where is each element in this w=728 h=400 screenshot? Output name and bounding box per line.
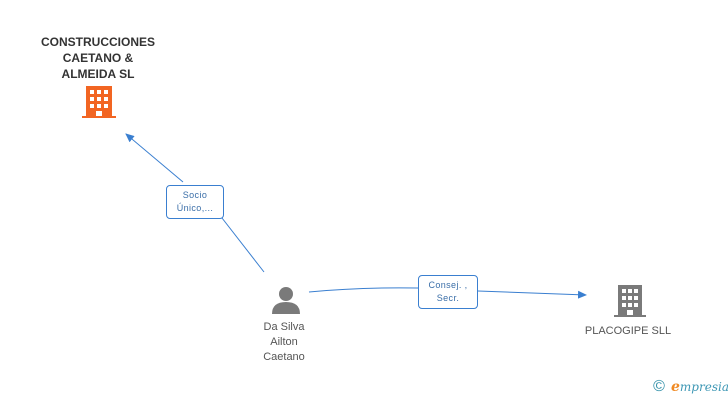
edge-person-to-construcciones xyxy=(126,134,265,273)
brand-logo: empresia xyxy=(671,380,728,394)
person-name[interactable]: Da Silva Ailton Caetano xyxy=(263,321,305,363)
edge-label-socio-unico[interactable]: Socio Único,... xyxy=(166,185,224,219)
building-icon[interactable] xyxy=(82,86,116,118)
edge-label-consejero-secretario[interactable]: Consej. , Secr. xyxy=(418,275,478,309)
copyright-icon: © xyxy=(653,378,665,395)
company-name-construcciones[interactable]: CONSTRUCCIONES CAETANO & ALMEIDA SL xyxy=(40,35,155,81)
brand-logo-text: mpresia xyxy=(679,380,728,394)
edge-person-to-placogipe xyxy=(308,288,586,295)
building-icon[interactable] xyxy=(614,285,646,317)
company-name-placogipe[interactable]: PLACOGIPE SLL xyxy=(584,325,672,337)
brand-logo-e: e xyxy=(671,379,680,395)
person-icon[interactable] xyxy=(272,287,300,314)
